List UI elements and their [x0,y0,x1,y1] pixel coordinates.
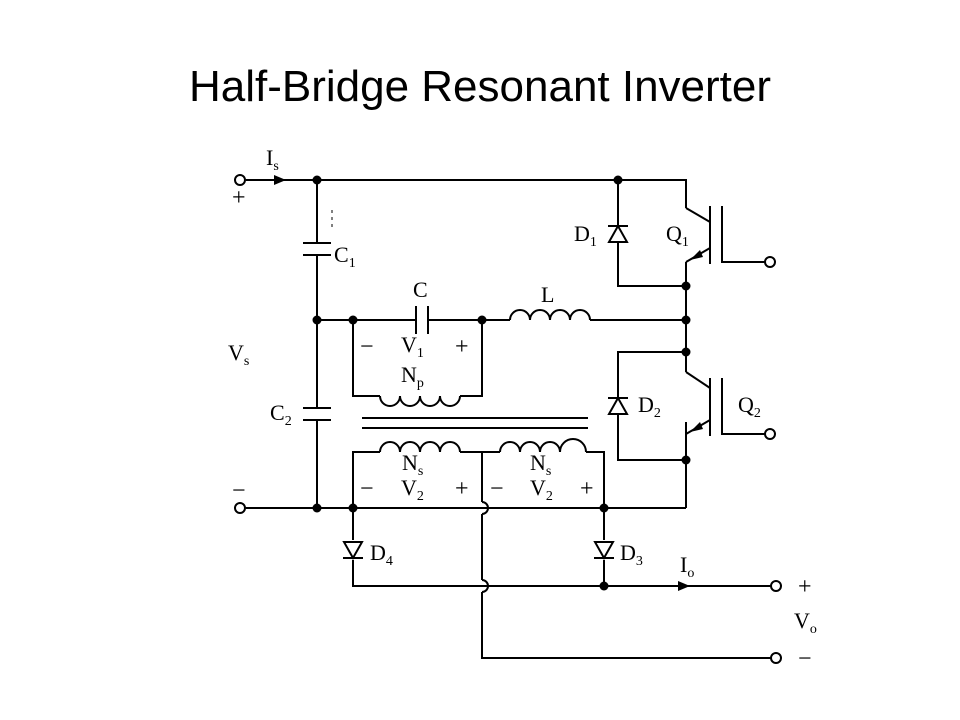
capacitor-c2 [303,407,331,421]
secondary-winding-ns-left [379,441,461,453]
label-ns-right: Ns [530,450,551,479]
label-d1: D1 [574,221,597,250]
secondary-winding-ns-right [499,438,587,453]
label-q2: Q2 [738,392,761,421]
label-d2: D2 [638,392,661,421]
sign-v2-right-plus: + [580,476,594,502]
igbt-q2 [685,371,728,436]
capacitor-c1 [303,242,331,256]
primary-winding-np [379,395,461,407]
diode-d4 [342,541,364,561]
label-d3: D3 [620,540,643,569]
label-io: Io [680,552,694,581]
sign-output-minus: − [798,646,812,672]
igbt-q1 [685,206,728,264]
label-c1: C1 [334,242,356,271]
junction-dots [312,175,691,591]
label-vo: Vo [794,608,817,637]
label-l: L [541,282,554,307]
sign-v2-left-minus: − [360,476,374,502]
label-v2-left: V2 [401,475,424,504]
inductor-l [509,309,591,321]
label-d4: D4 [370,540,393,569]
label-np: Np [401,362,424,391]
diode-d1 [607,223,629,243]
label-vs: Vs [228,340,249,369]
is-arrow-icon [274,175,286,185]
sign-v2-right-minus: − [490,476,504,502]
terminals [234,174,782,664]
label-v1: V1 [401,332,424,361]
page-title: Half-Bridge Resonant Inverter [188,62,772,111]
polarity-signs: + − − + − + − + + − [232,185,812,672]
diode-d2 [607,395,629,415]
sign-source-plus: + [232,185,246,211]
io-arrow-icon [678,581,690,591]
label-v2-right: V2 [530,475,553,504]
component-labels: Is Vs C1 C2 C L V1 Np Ns Ns V2 V2 D1 D2 … [228,145,817,637]
sign-v1-minus: − [360,334,374,360]
capacitor-c [415,306,429,334]
label-ns-left: Ns [402,450,423,479]
sign-v1-plus: + [455,334,469,360]
diode-d3 [593,541,615,561]
label-q1: Q1 [666,221,689,250]
label-c: C [413,277,428,302]
label-c2: C2 [270,400,292,429]
sign-source-minus: − [232,478,246,504]
sign-v2-left-plus: + [455,476,469,502]
sign-output-plus: + [798,574,812,600]
label-is: Is [266,145,279,174]
